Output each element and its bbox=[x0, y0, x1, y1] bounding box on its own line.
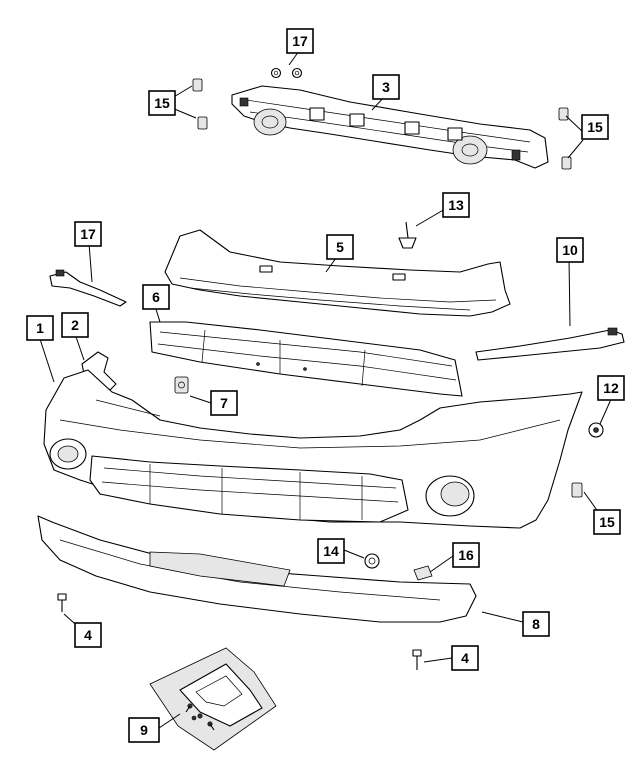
callout-8: 8 bbox=[522, 611, 550, 637]
lower-clip-part bbox=[413, 565, 433, 581]
callout-10-label: 9 bbox=[140, 722, 148, 738]
callout-4-label: 4 bbox=[461, 650, 469, 666]
callout-15-top-right: 15 bbox=[581, 114, 609, 140]
callout-15-top-left: 15 bbox=[148, 90, 176, 116]
callout-2: 2 bbox=[61, 312, 89, 338]
callout-6-label: 6 bbox=[152, 289, 160, 305]
callout-15-label: 15 bbox=[154, 95, 170, 111]
nut-part bbox=[270, 67, 303, 79]
grille-insert-part bbox=[149, 321, 463, 397]
leader-lines bbox=[38, 50, 613, 729]
callout-4-right: 4 bbox=[451, 645, 479, 671]
grommet-part bbox=[588, 422, 604, 438]
callout-5-label: 5 bbox=[336, 239, 344, 255]
callout-16-label: 16 bbox=[458, 547, 474, 563]
callout-7-label: 7 bbox=[220, 395, 228, 411]
lower-valance-part bbox=[37, 515, 477, 623]
callout-12-label: 17 bbox=[292, 33, 308, 49]
bolt-part bbox=[57, 593, 422, 670]
callout-6: 6 bbox=[142, 284, 170, 310]
callout-14-label: 14 bbox=[323, 543, 339, 559]
callout-15-label: 15 bbox=[587, 119, 603, 135]
callout-16: 16 bbox=[452, 542, 480, 568]
callout-9: 13 bbox=[442, 192, 470, 218]
callout-13: 12 bbox=[597, 375, 625, 401]
callout-9-label: 13 bbox=[448, 197, 464, 213]
callout-14: 14 bbox=[317, 538, 345, 564]
callout-10: 9 bbox=[128, 717, 160, 743]
callout-4-label: 4 bbox=[84, 627, 92, 643]
callout-5: 5 bbox=[326, 234, 354, 260]
push-pin-part bbox=[398, 221, 417, 249]
callout-3-label: 3 bbox=[382, 79, 390, 95]
push-nut-part bbox=[364, 553, 380, 569]
callout-1: 1 bbox=[26, 315, 54, 341]
callout-3: 3 bbox=[372, 74, 400, 100]
callout-4-left: 4 bbox=[74, 622, 102, 648]
callout-17-right: 10 bbox=[556, 237, 584, 263]
callout-2-label: 2 bbox=[71, 317, 79, 333]
upper-fascia-part bbox=[164, 229, 511, 317]
license-bracket-kit-part bbox=[149, 647, 277, 751]
callout-17-left: 17 bbox=[74, 221, 102, 247]
callout-8-label: 8 bbox=[532, 616, 540, 632]
bumper-fascia-part bbox=[43, 369, 583, 529]
callout-17-label: 17 bbox=[80, 226, 96, 242]
callout-15-label: 15 bbox=[599, 514, 615, 530]
callout-13-label: 12 bbox=[603, 380, 619, 396]
clip-part bbox=[192, 78, 583, 498]
bracket-strip-left-part bbox=[49, 269, 127, 307]
callout-7: 7 bbox=[210, 390, 238, 416]
callout-17-label: 10 bbox=[562, 242, 578, 258]
reinforcement-beam-part bbox=[231, 85, 549, 169]
bracket-strip-right-part bbox=[475, 327, 625, 361]
callout-12: 17 bbox=[286, 28, 314, 54]
callout-1-label: 1 bbox=[36, 320, 44, 336]
retainer-clip-part bbox=[174, 376, 189, 394]
callout-15-lower-right: 15 bbox=[593, 509, 621, 535]
